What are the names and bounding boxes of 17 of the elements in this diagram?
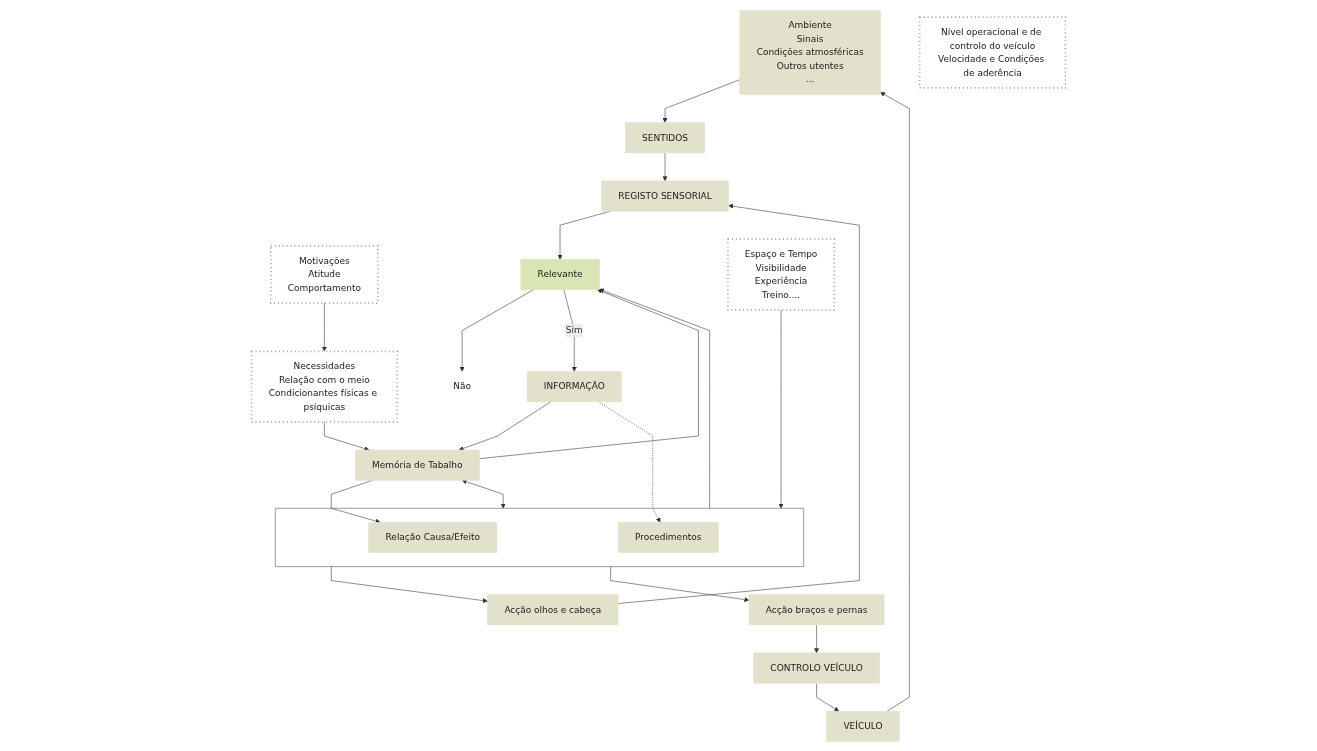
cluster (274, 507, 805, 567)
edge-label: Sim (565, 324, 583, 336)
node-box: Motivações Atitude Comportamento (270, 244, 379, 304)
node-box: Relevante (520, 258, 600, 290)
node-box: Ambiente Sinais Condições atmosféricas Outros utentes ... (739, 9, 881, 95)
node-box: Acção olhos e cabeça (487, 593, 619, 625)
node-box: Memória de Tabalho (355, 449, 480, 481)
node-box: INFORMAÇÃO (526, 370, 622, 402)
node-box: SENTIDOS (625, 121, 706, 153)
node-box: Necessidades Relação com o meio Condicionantes físicas e psíquicas (250, 350, 399, 423)
node-text: Não (453, 380, 472, 392)
node-box: CONTROLO VEÍCULO (753, 652, 880, 683)
node-box: VEÍCULO (826, 710, 900, 742)
node-box: Relação Causa/Efeito (368, 521, 498, 553)
node-box: Acção braços e pernas (748, 593, 885, 625)
node-box: REGISTO SENSORIAL (601, 180, 729, 211)
node-box: Procedimentos (617, 521, 719, 553)
